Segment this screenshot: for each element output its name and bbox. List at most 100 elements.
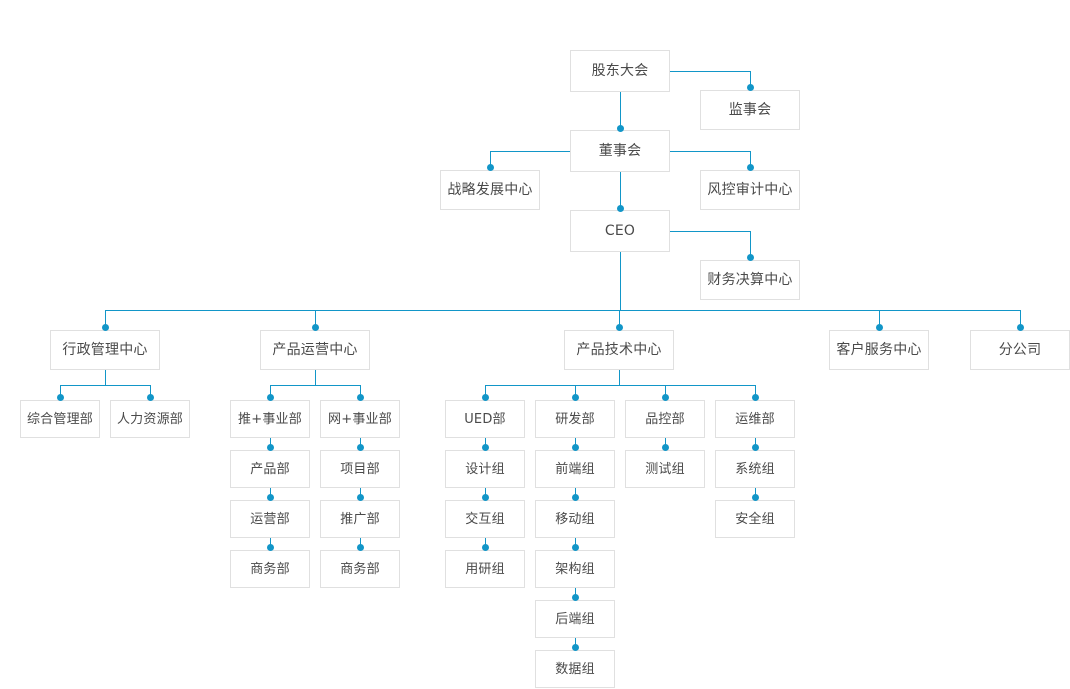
org-node-biz-dept-2[interactable]: 商务部	[320, 550, 400, 588]
org-node-rnd-dept[interactable]: 研发部	[535, 400, 615, 438]
connector-dot	[266, 543, 274, 551]
connector-line	[485, 385, 755, 386]
org-node-ued-dept[interactable]: UED部	[445, 400, 525, 438]
org-node-backend-team[interactable]: 后端组	[535, 600, 615, 638]
org-node-data-team[interactable]: 数据组	[535, 650, 615, 688]
connector-dot	[616, 204, 624, 212]
connector-dot	[101, 323, 109, 331]
connector-dot	[571, 493, 579, 501]
connector-dot	[616, 124, 624, 132]
connector-dot	[56, 393, 64, 401]
connector-dot	[571, 643, 579, 651]
connector-line	[619, 370, 620, 385]
connector-line	[620, 172, 621, 210]
connector-dot	[356, 443, 364, 451]
org-node-biz-dept-1[interactable]: 商务部	[230, 550, 310, 588]
org-node-general-mgmt[interactable]: 综合管理部	[20, 400, 100, 438]
connector-line	[620, 252, 621, 310]
connector-dot	[1016, 323, 1024, 331]
connector-line	[755, 385, 756, 400]
connector-line	[315, 310, 316, 330]
connector-dot	[661, 393, 669, 401]
connector-dot	[481, 543, 489, 551]
connector-line	[315, 370, 316, 385]
connector-dot	[481, 393, 489, 401]
org-node-service-center[interactable]: 客户服务中心	[829, 330, 929, 370]
connector-dot	[571, 443, 579, 451]
connector-line	[105, 370, 106, 385]
org-node-finance[interactable]: 财务决算中心	[700, 260, 800, 300]
org-node-qc-dept[interactable]: 品控部	[625, 400, 705, 438]
org-node-product-dept[interactable]: 产品部	[230, 450, 310, 488]
connector-line	[490, 151, 570, 152]
connector-line	[485, 385, 486, 400]
connector-line	[575, 385, 576, 400]
connector-line	[105, 310, 106, 330]
connector-dot	[571, 593, 579, 601]
org-node-wang-biz[interactable]: 网+事业部	[320, 400, 400, 438]
connector-dot	[746, 83, 754, 91]
connector-dot	[356, 393, 364, 401]
org-node-frontend-team[interactable]: 前端组	[535, 450, 615, 488]
org-node-tech-center[interactable]: 产品技术中心	[564, 330, 674, 370]
connector-line	[670, 151, 750, 152]
org-node-supervisors[interactable]: 监事会	[700, 90, 800, 130]
connector-dot	[571, 543, 579, 551]
connector-line	[670, 71, 750, 72]
connector-line	[105, 310, 1020, 311]
connector-dot	[875, 323, 883, 331]
connector-line	[879, 310, 880, 330]
org-node-ceo[interactable]: CEO	[570, 210, 670, 252]
connector-line	[619, 310, 620, 330]
org-node-prodops-center[interactable]: 产品运营中心	[260, 330, 370, 370]
org-node-strategy[interactable]: 战略发展中心	[440, 170, 540, 210]
connector-line	[665, 385, 666, 400]
connector-dot	[571, 393, 579, 401]
connector-line	[150, 385, 151, 400]
connector-dot	[356, 493, 364, 501]
connector-line	[490, 151, 491, 170]
connector-line	[620, 92, 621, 130]
org-node-branch[interactable]: 分公司	[970, 330, 1070, 370]
org-node-test-team[interactable]: 测试组	[625, 450, 705, 488]
org-node-system-team[interactable]: 系统组	[715, 450, 795, 488]
connector-dot	[266, 493, 274, 501]
org-node-shareholders[interactable]: 股东大会	[570, 50, 670, 92]
org-node-research-team[interactable]: 用研组	[445, 550, 525, 588]
org-node-interact-team[interactable]: 交互组	[445, 500, 525, 538]
org-node-admin-center[interactable]: 行政管理中心	[50, 330, 160, 370]
connector-dot	[481, 443, 489, 451]
connector-line	[60, 385, 150, 386]
connector-dot	[356, 543, 364, 551]
connector-line	[60, 385, 61, 400]
org-node-tui-biz[interactable]: 推+事业部	[230, 400, 310, 438]
org-node-security-team[interactable]: 安全组	[715, 500, 795, 538]
connector-dot	[751, 443, 759, 451]
org-node-riskaudit[interactable]: 风控审计中心	[700, 170, 800, 210]
org-node-board[interactable]: 董事会	[570, 130, 670, 172]
connector-line	[360, 385, 361, 400]
connector-line	[750, 231, 751, 260]
org-node-design-team[interactable]: 设计组	[445, 450, 525, 488]
org-node-arch-team[interactable]: 架构组	[535, 550, 615, 588]
connector-dot	[146, 393, 154, 401]
connector-line	[270, 385, 271, 400]
connector-dot	[266, 393, 274, 401]
connector-line	[270, 385, 360, 386]
org-node-mobile-team[interactable]: 移动组	[535, 500, 615, 538]
connector-dot	[751, 493, 759, 501]
connector-dot	[746, 163, 754, 171]
connector-dot	[481, 493, 489, 501]
connector-dot	[746, 253, 754, 261]
connector-line	[670, 231, 750, 232]
org-node-hr[interactable]: 人力资源部	[110, 400, 190, 438]
org-node-project-dept[interactable]: 项目部	[320, 450, 400, 488]
org-node-ops-maint[interactable]: 运维部	[715, 400, 795, 438]
connector-dot	[266, 443, 274, 451]
org-node-promo-dept[interactable]: 推广部	[320, 500, 400, 538]
connector-dot	[615, 323, 623, 331]
connector-dot	[311, 323, 319, 331]
org-node-ops-dept[interactable]: 运营部	[230, 500, 310, 538]
connector-dot	[486, 163, 494, 171]
